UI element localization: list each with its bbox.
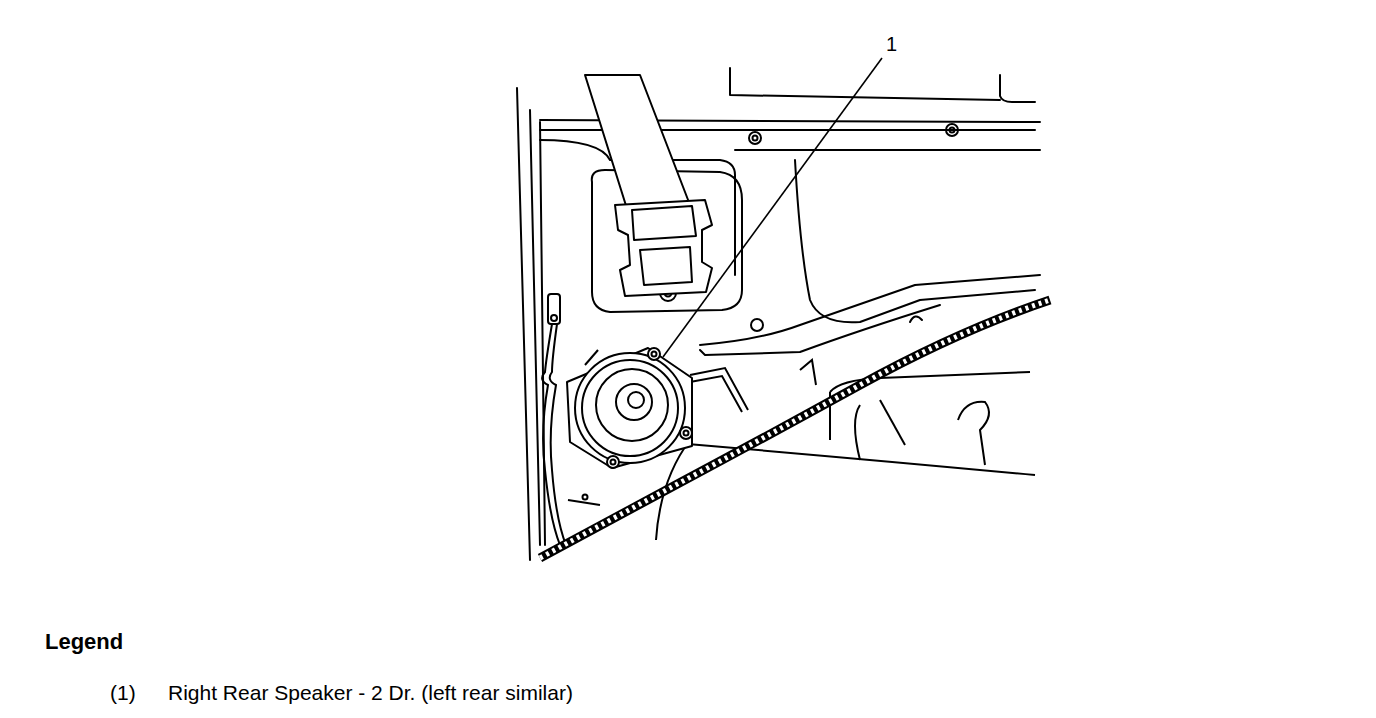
leader-line bbox=[663, 58, 882, 357]
wheel-well-flange bbox=[540, 300, 1050, 558]
seat-belt bbox=[585, 75, 742, 312]
floor-panel bbox=[568, 350, 1035, 540]
body-panel bbox=[517, 68, 1040, 560]
wire bbox=[542, 294, 748, 545]
legend-number: (1) bbox=[110, 680, 136, 705]
legend-heading: Legend bbox=[45, 629, 123, 655]
speaker bbox=[567, 348, 692, 468]
legend-entry: Right Rear Speaker - 2 Dr. (left rear si… bbox=[168, 680, 573, 705]
legend-text: Right Rear Speaker - 2 Dr. (left rear si… bbox=[168, 680, 573, 705]
callout-number: 1 bbox=[886, 32, 897, 56]
